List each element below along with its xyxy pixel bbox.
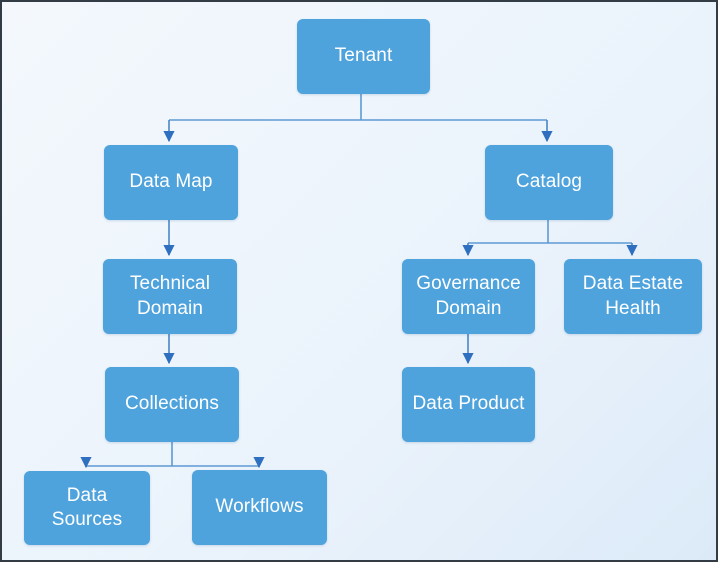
node-data-map[interactable]: Data Map <box>104 145 238 220</box>
node-tenant[interactable]: Tenant <box>297 19 430 94</box>
edge-collections-split <box>86 440 259 467</box>
node-data-estate-health-label: Data Estate Health <box>582 273 684 319</box>
node-data-product-label: Data Product <box>412 393 525 415</box>
node-technical-domain-label: Technical Domain <box>129 273 211 319</box>
node-data-sources-label: Data Sources <box>51 484 123 530</box>
node-technical-domain[interactable]: Technical Domain <box>103 259 237 334</box>
node-data-product[interactable]: Data Product <box>402 367 535 442</box>
node-data-sources[interactable]: Data Sources <box>24 471 150 545</box>
node-governance-domain-label: Governance Domain <box>416 273 521 319</box>
node-catalog[interactable]: Catalog <box>485 145 613 220</box>
node-collections[interactable]: Collections <box>105 367 239 442</box>
node-tenant-label: Tenant <box>334 45 393 67</box>
node-governance-domain[interactable]: Governance Domain <box>402 259 535 334</box>
edge-catalog-split <box>468 218 632 244</box>
node-catalog-label: Catalog <box>515 171 583 193</box>
node-data-estate-health[interactable]: Data Estate Health <box>564 259 702 334</box>
node-data-map-label: Data Map <box>129 171 213 193</box>
node-collections-label: Collections <box>124 393 220 415</box>
node-workflows-label: Workflows <box>215 496 304 518</box>
edge-tenant-split <box>169 92 547 121</box>
node-workflows[interactable]: Workflows <box>192 470 327 545</box>
